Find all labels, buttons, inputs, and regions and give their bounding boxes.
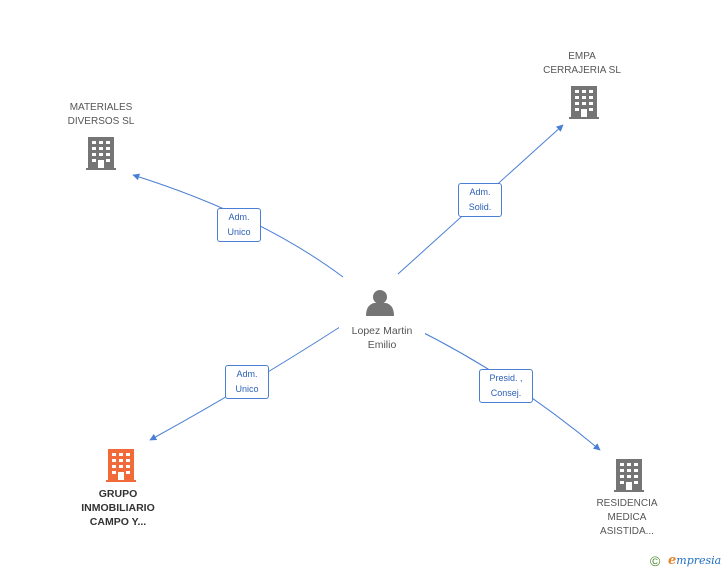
person-icon (366, 290, 394, 316)
relation-role-line: Adm. (228, 212, 250, 222)
company-name-line: ASISTIDA... (600, 526, 654, 537)
brand-initial: e (668, 553, 677, 568)
company-node-grupo[interactable]: GRUPO INMOBILIARIO CAMPO Y... (68, 487, 168, 529)
relation-role-line: Unico (227, 227, 251, 237)
person-name-line2: Emilio (367, 339, 397, 351)
relation-role-line: Adm. (469, 187, 491, 197)
relation-label-materiales[interactable]: Adm. Unico (217, 208, 261, 242)
relation-label-residencia[interactable]: Presid. , Consej. (479, 369, 533, 403)
company-name-line: CAMPO Y... (89, 516, 147, 528)
company-node-empa[interactable]: EMPA CERRAJERIA SL (532, 50, 632, 78)
building-icon (86, 137, 116, 170)
person-node-label[interactable]: Lopez Martin Emilio (339, 324, 425, 352)
relation-role-line: Solid. (468, 202, 492, 212)
empresia-logo[interactable]: empresia (668, 553, 721, 568)
building-icon (106, 449, 136, 482)
company-name-line: CERRAJERIA SL (543, 65, 621, 76)
company-name-line: MATERIALES (69, 102, 133, 113)
building-icon (614, 459, 644, 492)
relation-label-grupo[interactable]: Adm. Unico (225, 365, 269, 399)
company-name-line: DIVERSOS SL (67, 116, 135, 127)
company-name-line: INMOBILIARIO (81, 502, 155, 514)
company-node-residencia[interactable]: RESIDENCIA MEDICA ASISTIDA... (577, 497, 677, 539)
relation-role-line: Adm. (236, 369, 258, 379)
relation-label-empa[interactable]: Adm. Solid. (458, 183, 502, 217)
person-name-line1: Lopez Martin (351, 325, 413, 337)
company-node-materiales[interactable]: MATERIALES DIVERSOS SL (51, 101, 151, 129)
company-name-line: GRUPO (98, 488, 138, 500)
relation-role-line: Presid. , (489, 373, 523, 383)
copyright-icon: © (650, 553, 661, 569)
building-icon (569, 86, 599, 119)
company-name-line: MEDICA (607, 512, 647, 523)
brand-rest: mpresia (676, 554, 722, 567)
company-name-line: EMPA (568, 51, 596, 62)
company-name-line: RESIDENCIA (596, 498, 658, 509)
relation-role-line: Consej. (490, 388, 522, 398)
relation-role-line: Unico (235, 384, 259, 394)
